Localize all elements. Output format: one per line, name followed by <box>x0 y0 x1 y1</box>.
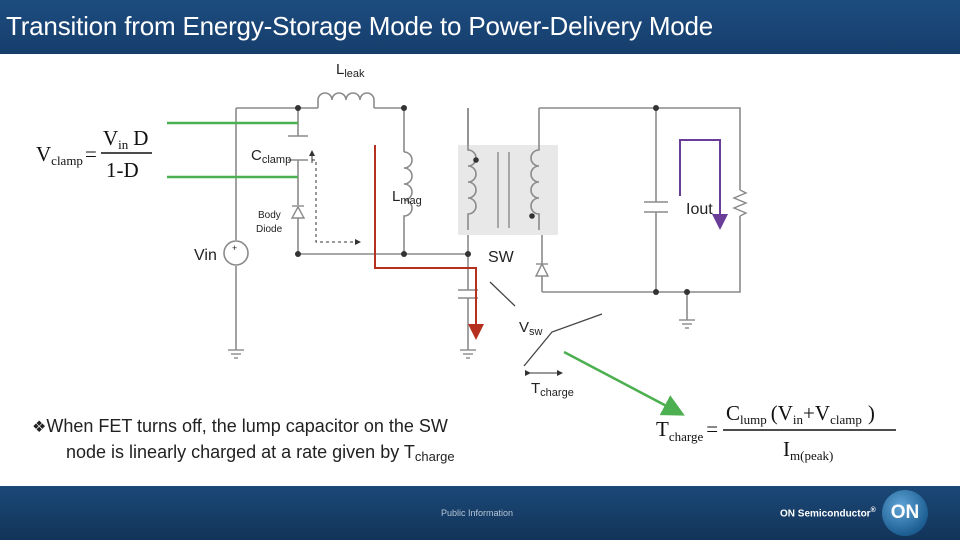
junction-dots <box>295 105 690 295</box>
svg-text:Clump(Vin+Vclamp): Clump(Vin+Vclamp) <box>726 401 875 427</box>
svg-text:Im(peak): Im(peak) <box>783 437 833 463</box>
load-resistor <box>732 189 748 217</box>
brand-name: ON Semiconductor® <box>780 507 876 520</box>
lleak-label: Lleak <box>336 61 365 80</box>
bullet-line-1: ❖When FET turns off, the lump capacitor … <box>32 416 448 436</box>
svg-text:Vclamp=: Vclamp= <box>36 142 97 168</box>
body-diode-current-path <box>312 159 361 245</box>
vsw-label: Vsw <box>519 319 543 338</box>
vsw-waveform <box>489 281 603 367</box>
leak-inductor <box>317 92 375 108</box>
transformer-box <box>458 145 558 235</box>
transformer-core <box>497 152 510 228</box>
sw-label: SW <box>488 249 515 266</box>
bullet-line-2: node is linearly charged at a rate given… <box>66 442 455 464</box>
transformer-secondary <box>530 108 540 230</box>
body-diode-symbol <box>290 205 306 219</box>
clamp-capacitor <box>288 135 308 161</box>
svg-text:+: + <box>232 243 237 253</box>
svg-text:Tcharge=: Tcharge= <box>656 417 718 444</box>
bullet-text: ❖When FET turns off, the lump capacitor … <box>32 414 455 469</box>
flyback-circuit-diagram: + Lleak Cclamp Body Diode Lmag Vin SW Vs… <box>36 61 896 463</box>
title-bar: Transition from Energy-Storage Mode to P… <box>0 0 960 54</box>
magnetizing-inductor <box>403 151 413 228</box>
vin-label: Vin <box>194 247 217 264</box>
iout-label: Iout <box>686 201 713 218</box>
on-semiconductor-logo: ON <box>882 490 928 536</box>
cclamp-label: Cclamp <box>251 147 291 166</box>
output-capacitor <box>644 201 668 213</box>
green-pointer-lines <box>167 121 298 179</box>
body-diode-label-2: Diode <box>256 224 283 235</box>
bullet-marker: ❖ <box>32 419 47 436</box>
tcharge-equation: Tcharge= Clump(Vin+Vclamp) Im(peak) <box>656 401 896 463</box>
footer-bar: Public Information ON Semiconductor® ON <box>0 486 960 540</box>
output-diode <box>534 262 550 277</box>
lump-capacitor <box>458 289 478 299</box>
body-diode-label-1: Body <box>258 210 281 221</box>
tcharge-label: Tcharge <box>531 380 574 399</box>
ground-symbols <box>228 319 695 359</box>
output-current-path <box>679 139 728 230</box>
green-arrow <box>563 350 685 416</box>
primary-current-path <box>374 145 484 340</box>
circuit-wires <box>235 107 741 350</box>
footer-classification: Public Information <box>441 508 514 518</box>
svg-text:1-D: 1-D <box>106 158 139 182</box>
lmag-label: Lmag <box>392 188 422 207</box>
slide-title: Transition from Energy-Storage Mode to P… <box>6 11 714 41</box>
vin-source <box>223 240 249 266</box>
